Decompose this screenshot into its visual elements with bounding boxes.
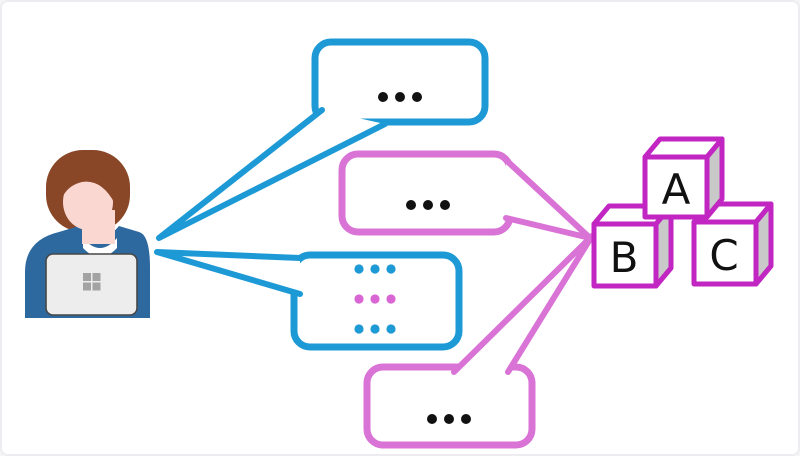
block-c: C <box>691 201 774 287</box>
collar-shape <box>83 238 117 257</box>
block-a: A <box>642 136 725 220</box>
bubble-dots <box>427 414 471 424</box>
dot <box>370 264 380 274</box>
dot <box>386 294 396 304</box>
speech-bubble-bottom-pink <box>363 233 595 449</box>
speech-bubble-mid-pink <box>338 150 593 241</box>
dot <box>354 264 364 274</box>
woman-at-laptop-icon <box>25 150 150 318</box>
dot <box>370 294 380 304</box>
block-front-face <box>642 154 710 220</box>
block-letter-b: B <box>610 233 639 282</box>
dot <box>444 414 454 424</box>
block-front-face <box>691 219 759 287</box>
bubble-dots <box>354 264 396 334</box>
building-blocks: B C A <box>591 136 774 289</box>
speech-bubble-top-blue <box>156 38 489 241</box>
bubble-dots <box>406 200 450 210</box>
bubble-tail-outline <box>451 233 595 375</box>
dot <box>354 294 364 304</box>
bubble-tail-outline <box>156 107 388 241</box>
fringe-shape <box>63 165 115 204</box>
windows-logo-icon <box>83 273 101 291</box>
face-shape <box>63 174 113 230</box>
bubble-tail <box>159 110 385 238</box>
dot <box>406 200 416 210</box>
block-letter-a: A <box>662 165 691 214</box>
dot <box>412 92 422 102</box>
bubble-dots <box>378 92 422 102</box>
block-front-face <box>591 221 659 289</box>
bubble-tail-outline <box>154 249 303 297</box>
block-letter-c: C <box>709 231 738 280</box>
dot <box>378 92 388 102</box>
dot <box>423 200 433 210</box>
dot <box>354 324 364 334</box>
dot <box>427 414 437 424</box>
speech-bubble-multi-blue <box>154 249 463 351</box>
dot <box>370 324 380 334</box>
bubble-body <box>311 38 489 126</box>
dot <box>386 324 396 334</box>
block-b: B <box>591 203 674 289</box>
dot <box>461 414 471 424</box>
bubble-body <box>338 150 514 236</box>
dot <box>440 200 450 210</box>
dot <box>395 92 405 102</box>
laptop-shape <box>45 253 138 316</box>
dot <box>386 264 396 274</box>
bubble-body <box>363 363 536 449</box>
